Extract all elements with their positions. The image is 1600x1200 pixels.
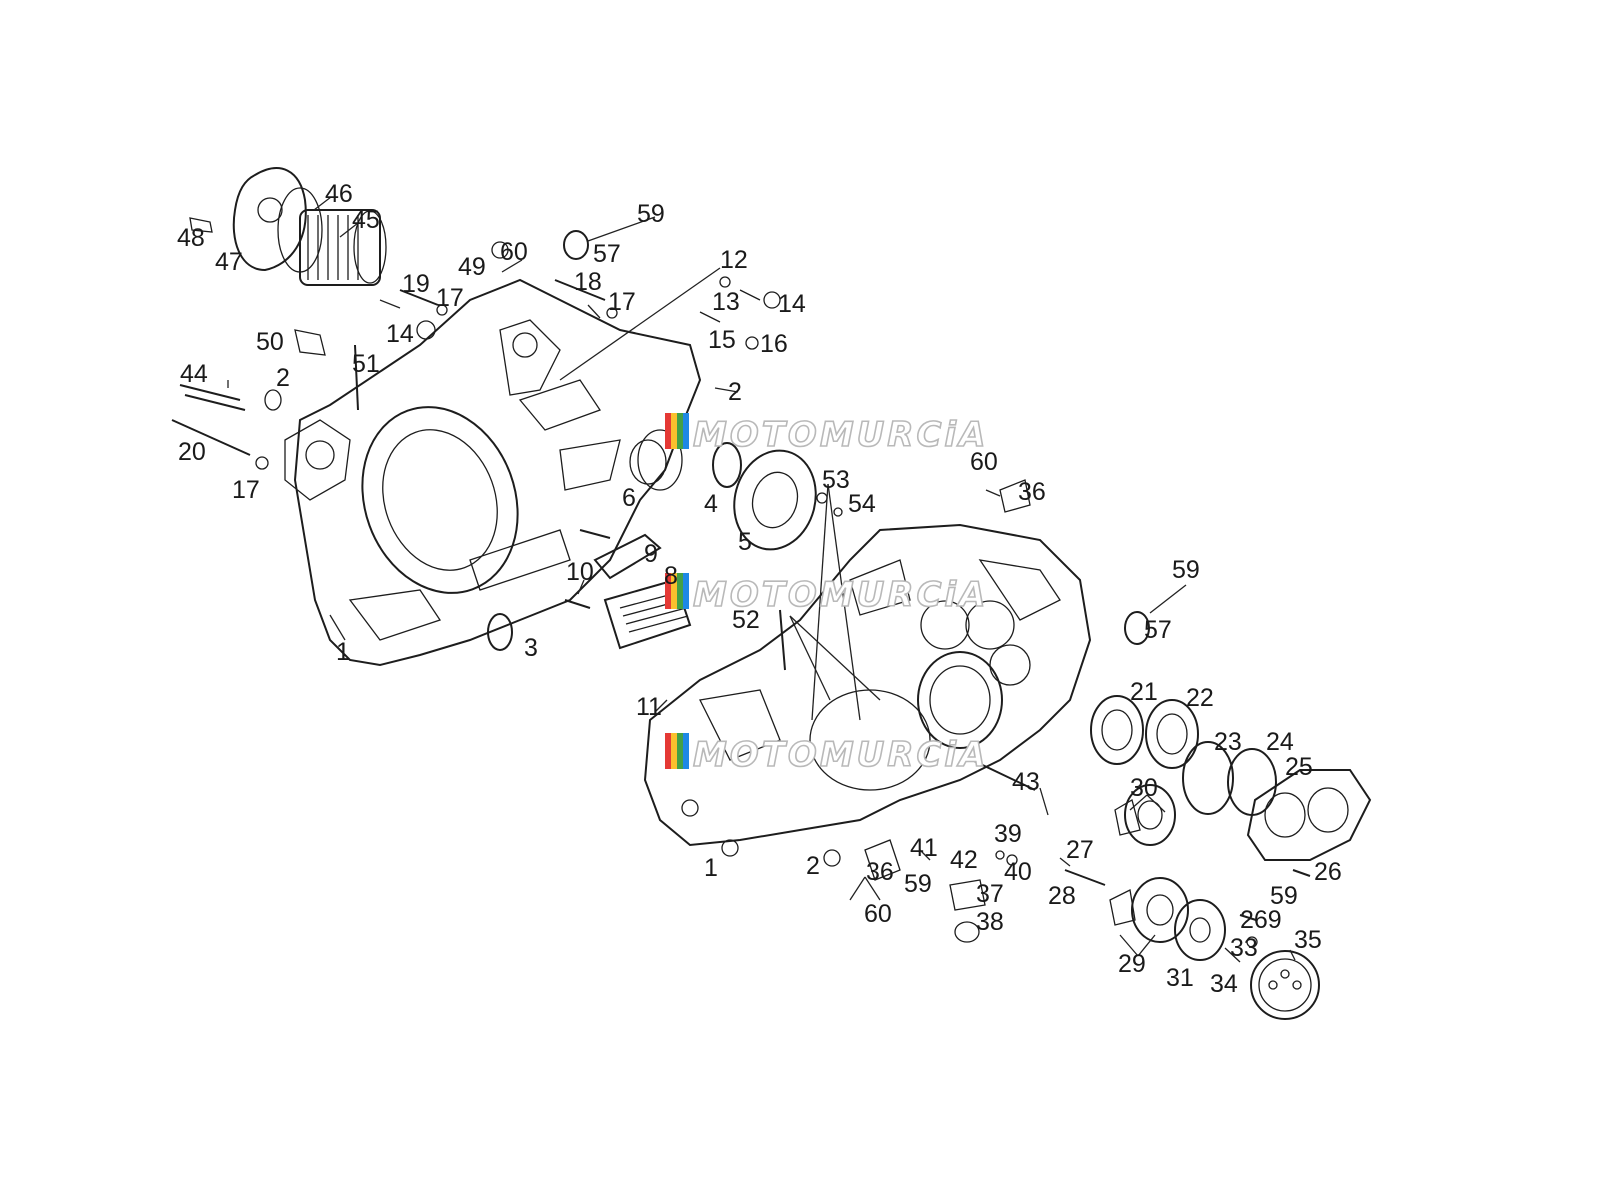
callout-label: 51 bbox=[352, 350, 380, 378]
callout-label: 31 bbox=[1166, 964, 1194, 992]
callout-label: 46 bbox=[325, 180, 353, 208]
callout-label: 33 bbox=[1230, 934, 1258, 962]
callout-label: 52 bbox=[732, 606, 760, 634]
watermark-flag-green bbox=[677, 413, 683, 449]
watermark-flag-yellow bbox=[671, 413, 677, 449]
callout-label: 36 bbox=[866, 858, 894, 886]
callout-label: 34 bbox=[1210, 970, 1238, 998]
watermark-flag-red bbox=[665, 573, 671, 609]
callout-labels: 59 46 45 48 47 57 60 49 12 18 19 17 17 1… bbox=[177, 180, 1342, 998]
watermark-text: MOTOMURCiA bbox=[693, 415, 988, 455]
callout-label: 2 bbox=[728, 378, 742, 406]
callout-label: 18 bbox=[574, 268, 602, 296]
callout-label: 49 bbox=[458, 253, 486, 281]
callout-label: 8 bbox=[664, 562, 678, 590]
watermark-flag-blue bbox=[683, 573, 689, 609]
callout-label: 12 bbox=[720, 246, 748, 274]
callout-label: 47 bbox=[215, 248, 243, 276]
callout-label: 59 bbox=[1270, 882, 1298, 910]
callout-label: 20 bbox=[178, 438, 206, 466]
callout-label: 35 bbox=[1294, 926, 1322, 954]
callout-label: 39 bbox=[994, 820, 1022, 848]
callout-label: 44 bbox=[180, 360, 208, 388]
callout-label: 50 bbox=[256, 328, 284, 356]
callout-label: 60 bbox=[500, 238, 528, 266]
watermark-2: MOTOMURCiA bbox=[665, 573, 988, 616]
callout-label: 27 bbox=[1066, 836, 1094, 864]
callout-label: 37 bbox=[976, 880, 1004, 908]
callout-label: 30 bbox=[1130, 774, 1158, 802]
callout-label: 24 bbox=[1266, 728, 1294, 756]
callout-label: 5 bbox=[738, 528, 752, 556]
callout-label: 40 bbox=[1004, 858, 1032, 886]
callout-label: 17 bbox=[436, 284, 464, 312]
watermark-1: MOTOMURCiA bbox=[665, 413, 988, 456]
callout-label: 45 bbox=[352, 206, 380, 234]
callout-label: 3 bbox=[524, 634, 538, 662]
callout-label: 6 bbox=[622, 484, 636, 512]
callout-label: 42 bbox=[950, 846, 978, 874]
callout-label: 23 bbox=[1214, 728, 1242, 756]
callout-label: 57 bbox=[593, 240, 621, 268]
oil-pump-cover bbox=[1246, 769, 1372, 861]
watermark-flag-green bbox=[677, 733, 683, 769]
watermark-flag-red bbox=[665, 733, 671, 769]
callout-label: 16 bbox=[760, 330, 788, 358]
pins-and-bolts bbox=[171, 241, 1311, 963]
callout-label: 17 bbox=[232, 476, 260, 504]
callout-label: 36 bbox=[1018, 478, 1046, 506]
callout-label: 60 bbox=[864, 900, 892, 928]
watermark-flag-red bbox=[665, 413, 671, 449]
callout-label: 29 bbox=[1118, 950, 1146, 978]
oil-pump-rotors bbox=[1109, 784, 1189, 943]
left-crankcase bbox=[284, 278, 702, 667]
callout-label: 57 bbox=[1144, 616, 1172, 644]
callout-label: 41 bbox=[910, 834, 938, 862]
callout-label: 1 bbox=[336, 638, 350, 666]
watermark-flag-blue bbox=[683, 413, 689, 449]
callout-label: 14 bbox=[778, 290, 806, 318]
right-crankcase bbox=[643, 523, 1092, 857]
watermark-text: MOTOMURCiA bbox=[693, 735, 988, 775]
watermark-text: MOTOMURCiA bbox=[693, 575, 988, 615]
callout-label: 17 bbox=[608, 288, 636, 316]
callout-label: 10 bbox=[566, 558, 594, 586]
callout-label: 1 bbox=[704, 854, 718, 882]
callout-label: 11 bbox=[636, 693, 662, 721]
callout-label: 2 bbox=[806, 852, 820, 880]
callout-label: 59 bbox=[1172, 556, 1200, 584]
cover-plates bbox=[593, 533, 692, 650]
callout-label: 14 bbox=[386, 320, 414, 348]
oil-filter-group bbox=[189, 167, 387, 286]
watermark-flag-yellow bbox=[671, 573, 677, 609]
watermark-flag-yellow bbox=[671, 733, 677, 769]
callout-label: 28 bbox=[1048, 882, 1076, 910]
callout-label: 15 bbox=[708, 326, 736, 354]
callout-label: 22 bbox=[1186, 684, 1214, 712]
watermark-3: MOTOMURCiA bbox=[665, 733, 988, 776]
callout-label: 43 bbox=[1012, 768, 1040, 796]
callout-label: 2 bbox=[276, 364, 290, 392]
callout-label: 269 bbox=[1240, 906, 1282, 934]
callout-label: 59 bbox=[904, 870, 932, 898]
bearings-and-seals bbox=[487, 230, 1277, 816]
callout-label: 26 bbox=[1314, 858, 1342, 886]
callout-label: 13 bbox=[712, 288, 740, 316]
callout-label: 38 bbox=[976, 908, 1004, 936]
callout-label: 25 bbox=[1285, 753, 1313, 781]
callout-label: 54 bbox=[848, 490, 876, 518]
callout-label: 53 bbox=[822, 466, 850, 494]
watermark-flag-green bbox=[677, 573, 683, 609]
callout-label: 48 bbox=[177, 224, 205, 252]
callout-label: 59 bbox=[637, 200, 665, 228]
pump-body-sprocket bbox=[1174, 899, 1320, 1020]
callout-label: 19 bbox=[402, 270, 430, 298]
leader-lines bbox=[227, 196, 1296, 961]
callout-label: 9 bbox=[644, 540, 658, 568]
callout-label: 4 bbox=[704, 490, 718, 518]
watermark-flag-blue bbox=[683, 733, 689, 769]
callout-label: 60 bbox=[970, 448, 998, 476]
callout-label: 21 bbox=[1130, 678, 1158, 706]
